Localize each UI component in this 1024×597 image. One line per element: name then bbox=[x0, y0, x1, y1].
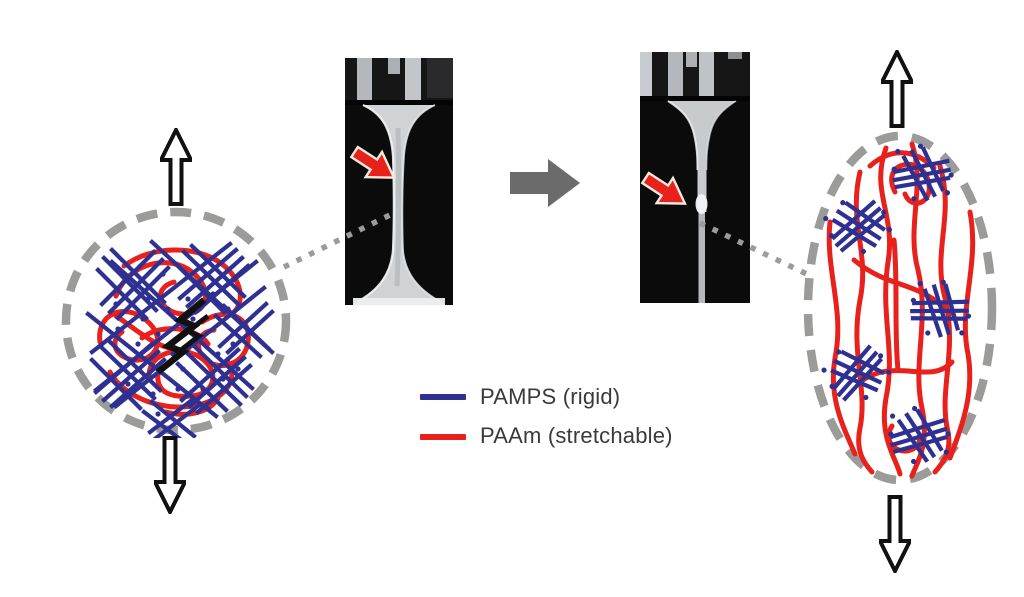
gel-hourglass bbox=[353, 103, 445, 305]
paam-label: PAAm (stretchable) bbox=[480, 423, 673, 449]
legend-item-pamps: PAMPS (rigid) bbox=[420, 384, 673, 410]
clamp-top bbox=[640, 52, 750, 101]
paam-line-swatch bbox=[420, 433, 466, 440]
transition-arrow-icon bbox=[510, 159, 580, 207]
down-stretch-arrow-icon bbox=[154, 436, 186, 514]
relaxed-network-diagram bbox=[61, 207, 291, 438]
up-stretch-arrow-icon bbox=[881, 50, 913, 128]
photo-gel-before-image bbox=[345, 58, 453, 305]
crack-icon bbox=[155, 297, 210, 375]
pamps-label: PAMPS (rigid) bbox=[480, 384, 621, 409]
dashed-boundary bbox=[61, 207, 291, 435]
photo-gel-before bbox=[345, 58, 453, 305]
dashed-boundary bbox=[803, 131, 997, 485]
stretched-network-diagram bbox=[803, 131, 997, 485]
up-stretch-arrow-icon bbox=[160, 128, 192, 206]
photo-gel-after-image bbox=[640, 52, 750, 303]
down-stretch-arrow-icon bbox=[879, 495, 911, 573]
photo-gel-after bbox=[640, 52, 750, 303]
legend-item-paam: PAAm (stretchable) bbox=[420, 423, 673, 449]
pamps-line-swatch bbox=[420, 394, 466, 401]
pamps-network bbox=[85, 239, 275, 438]
clamp-top bbox=[345, 58, 453, 105]
pointer-arrow-icon bbox=[349, 145, 396, 179]
pointer-arrow-icon bbox=[640, 171, 687, 205]
legend: PAMPS (rigid) PAAm (stretchable) bbox=[420, 384, 673, 450]
